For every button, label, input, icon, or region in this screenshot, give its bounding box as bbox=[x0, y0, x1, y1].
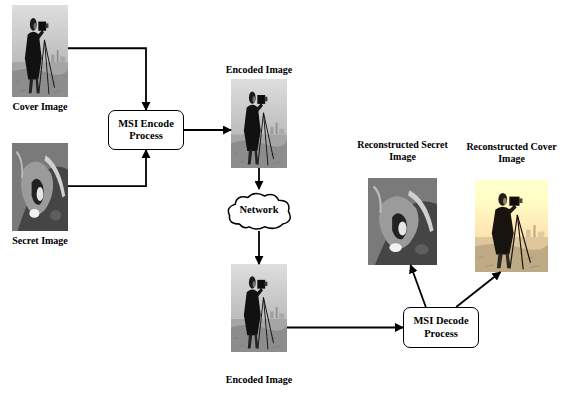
process-box: MSI Decode Process bbox=[403, 307, 479, 348]
node-label: MSI Decode Process bbox=[410, 315, 472, 339]
secret-photo bbox=[12, 143, 68, 231]
encoded-photo bbox=[231, 79, 287, 168]
flow-arrow bbox=[68, 48, 146, 110]
encoded-photo bbox=[231, 264, 287, 352]
image-caption-holder: Reconstructed Secret Image bbox=[355, 139, 451, 162]
image-caption: Cover Image bbox=[12, 101, 67, 113]
image-caption: Secret Image bbox=[12, 235, 68, 247]
reconstructed-secret-photo bbox=[368, 178, 437, 265]
flow-arrow bbox=[287, 327, 403, 329]
image-caption-holder: Encoded Image bbox=[226, 374, 292, 386]
image-caption: Reconstructed Cover Image bbox=[464, 141, 560, 164]
image-caption-holder: Secret Image bbox=[12, 235, 68, 247]
image-caption: Reconstructed Secret Image bbox=[355, 139, 451, 162]
process-box: MSI Encode Process bbox=[108, 110, 184, 150]
image-caption: Encoded Image bbox=[226, 64, 292, 76]
flow-arrow bbox=[184, 129, 231, 131]
node-label: Network bbox=[239, 204, 278, 216]
cover-photo bbox=[12, 5, 68, 97]
image-caption-holder: Cover Image bbox=[12, 101, 67, 113]
flow-arrow bbox=[258, 231, 260, 264]
image-frame: Cover Image bbox=[12, 5, 68, 97]
flow-arrow bbox=[258, 168, 260, 189]
image-frame: Secret Image bbox=[12, 143, 68, 231]
image-frame: Reconstructed Cover Image bbox=[475, 180, 548, 272]
flow-arrow bbox=[456, 272, 500, 307]
image-frame: Encoded Image bbox=[231, 264, 287, 352]
node-label: MSI Encode Process bbox=[115, 118, 177, 142]
network-cloud: Network bbox=[224, 189, 294, 231]
flow-arrow bbox=[411, 265, 426, 307]
image-caption-holder: Reconstructed Cover Image bbox=[464, 141, 560, 164]
cloud-shape bbox=[228, 194, 290, 229]
image-caption-holder: Encoded Image bbox=[226, 64, 292, 76]
image-frame: Reconstructed Secret Image bbox=[368, 178, 437, 265]
image-frame: Encoded Image bbox=[231, 79, 287, 168]
reconstructed-cover-photo bbox=[475, 180, 548, 272]
flow-arrow bbox=[68, 150, 146, 186]
image-caption: Encoded Image bbox=[226, 374, 292, 386]
